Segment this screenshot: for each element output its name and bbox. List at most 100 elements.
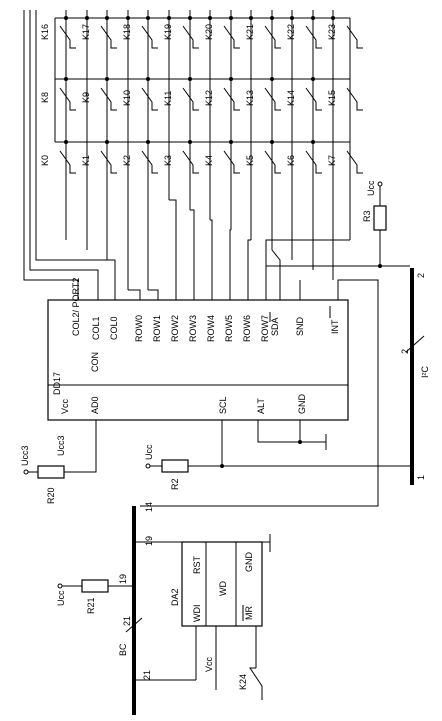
r3-label: R3 [362, 210, 372, 222]
pin-label: Vcc [60, 398, 70, 414]
bc-label: BC [118, 643, 128, 656]
k24-label: K24 [238, 674, 248, 690]
key-label: K3 [163, 155, 173, 166]
key-label: K12 [204, 90, 214, 106]
pin-label: ROW1 [152, 315, 162, 342]
key-label: K18 [122, 24, 132, 40]
key-switch [182, 87, 199, 111]
matrix-junctions [64, 16, 335, 144]
r2-supply-label: Ucc [144, 444, 154, 460]
da2-ref: DA2 [170, 588, 180, 606]
key-switch [264, 87, 281, 111]
da2-pin: MR [244, 606, 254, 620]
key-label: K6 [286, 155, 296, 166]
key-label: K5 [245, 155, 255, 166]
key-switch [223, 25, 240, 49]
i2c-width: 2 [400, 349, 410, 354]
key-label: K22 [286, 24, 296, 40]
i2c-pin-bottom: 1 [416, 475, 426, 480]
pin-label: COL1 [91, 316, 101, 340]
key-switch [346, 150, 363, 174]
pin-label: ROW5 [224, 315, 234, 342]
junction-dot [298, 440, 302, 444]
key-label: K17 [81, 24, 91, 40]
r21-label: R21 [86, 597, 96, 614]
pin-label: ROW2 [170, 315, 180, 342]
pin-label: ROW4 [206, 315, 216, 342]
pin-label: COL0 [109, 316, 119, 340]
dd17-con-label: CON [90, 352, 100, 372]
pin-label: ROW3 [188, 315, 198, 342]
key-switch [223, 87, 240, 111]
pin-label: AD0 [90, 396, 100, 414]
key-switch [100, 87, 117, 111]
key-switch [141, 150, 158, 174]
key-labels-top: K16 K17 K18 K19 K20 K21 K22 K23 [40, 24, 337, 40]
pin-label: ALT [256, 398, 266, 414]
pin-label: ROW7 [260, 315, 270, 342]
key-switch [346, 87, 363, 111]
pin-label: SND [295, 316, 305, 336]
key-switch [223, 150, 240, 174]
key-label: K16 [40, 24, 50, 40]
r3-supply-label: Ucc [366, 180, 376, 196]
pin-label: COL2/ PORT2 [71, 278, 81, 336]
bc-pin: 19 [118, 574, 128, 584]
key-label: K19 [163, 24, 173, 40]
r20-label: R20 [46, 487, 56, 504]
key-switch [305, 25, 322, 49]
key-label: K7 [327, 155, 337, 166]
key-switch [141, 25, 158, 49]
key-switch [100, 150, 117, 174]
key-switch [305, 87, 322, 111]
da2-chip: DA2 RST GND WD WDI MR [170, 541, 263, 627]
da2-pin: WD [218, 581, 228, 596]
key-switch [59, 150, 76, 174]
key-switch [59, 25, 76, 49]
pin-label: SDA [270, 317, 280, 336]
r3-resistor: R3 Ucc [266, 180, 410, 267]
key-labels-bot: K0 K1 K2 K3 K4 K5 K6 K7 [40, 155, 337, 166]
key-label: K15 [327, 90, 337, 106]
key-label: K2 [122, 155, 132, 166]
pin-label: SCL [218, 396, 228, 414]
da2-wires [136, 534, 271, 700]
bc-pin: 19 [144, 536, 154, 546]
dd17-bottom-pins: Vcc AD0 SCL ALT GND [60, 394, 307, 415]
r21-supply-label: Ucc [56, 590, 66, 606]
pin-label: ROW0 [134, 315, 144, 342]
key-matrix: K16 K17 K18 K19 K20 K21 K22 K23 K8 K9 K1… [40, 10, 363, 290]
bc-width: 21 [122, 616, 132, 626]
key-switches [59, 25, 363, 174]
key-label: K8 [40, 92, 50, 103]
key-switch [59, 87, 76, 111]
key-label: K14 [286, 90, 296, 106]
matrix-row-wires [54, 10, 351, 290]
key-label: K1 [81, 155, 91, 166]
da2-vcc-label: Vcc [204, 656, 214, 672]
dd17-chip: DD17 CON COL1 COL0 ROW0 ROW1 ROW2 ROW3 R… [47, 278, 349, 421]
key-label: K23 [327, 24, 337, 40]
key-label: K4 [204, 155, 214, 166]
bc-pin: 14 [144, 502, 154, 512]
key-switch [182, 150, 199, 174]
r20-supply-label: Ucc3 [56, 435, 66, 456]
key-switch [305, 150, 322, 174]
key-switch [264, 25, 281, 49]
key-label: K20 [204, 24, 214, 40]
bc-bus: 14 19 19 21 21 BC [118, 502, 154, 715]
dd17-bottom-wires [64, 279, 379, 507]
pin-label: GND [297, 394, 307, 415]
da2-pin: GND [244, 552, 254, 573]
key-label: K9 [81, 92, 91, 103]
key-switch [182, 25, 199, 49]
bc-pin: 21 [142, 670, 152, 680]
pin-label: INT [330, 319, 340, 334]
i2c-bus: 2 1 2 I²C [222, 268, 430, 485]
key-label: K11 [163, 91, 173, 106]
key-label: K21 [245, 24, 255, 40]
key-switch [141, 87, 158, 111]
pin-label: ROW6 [242, 315, 252, 342]
dd17-ref: DD17 [52, 372, 62, 395]
